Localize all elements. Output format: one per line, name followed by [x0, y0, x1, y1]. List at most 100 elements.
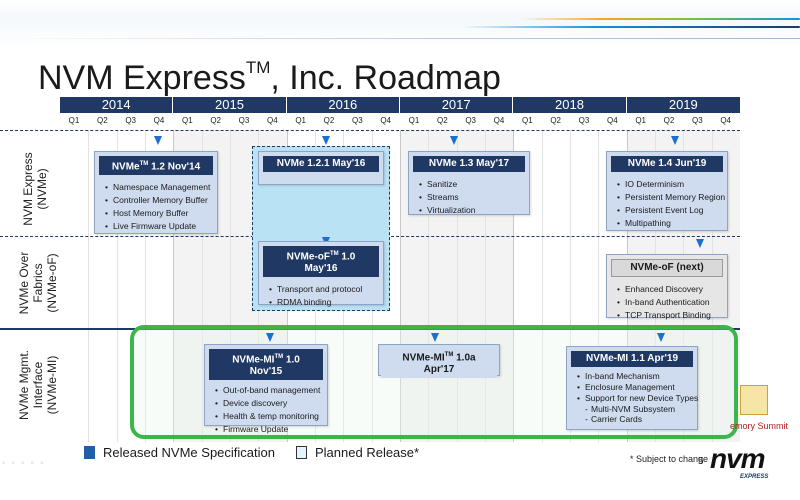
- feature-item: Enclosure Management: [577, 382, 691, 393]
- card-title: NVMe 1.2.1 May'16: [263, 156, 379, 172]
- card-title: NVMe-MI 1.1 Apr'19: [571, 351, 693, 367]
- release-marker: [671, 136, 679, 145]
- flash-memory-summit-logo: [740, 385, 768, 415]
- quarter-gridline: [145, 130, 146, 442]
- card-nvme-of-1-0: NVMe-oFTM 1.0 May'16 Transport and proto…: [258, 241, 384, 309]
- quarter-label: Q2: [210, 116, 221, 125]
- year-cell: 2019: [668, 97, 698, 112]
- card-title: NVMe-MITM 1.0 Nov'15: [209, 349, 323, 381]
- card-nvme-mi-1-0: NVMe-MITM 1.0 Nov'15 Out-of-band managem…: [204, 344, 328, 436]
- quarter-label: Q2: [550, 116, 561, 125]
- quarter-label: Q1: [635, 116, 646, 125]
- header-band: [0, 0, 800, 46]
- row-separator: [0, 328, 740, 330]
- feature-item: RDMA binding: [269, 296, 377, 309]
- feature-item: Live Firmware Update: [105, 220, 211, 233]
- planned-swatch: [296, 446, 307, 459]
- feature-item: Persistent Memory Region: [617, 191, 725, 204]
- feature-item: In-band Mechanism: [577, 371, 691, 382]
- card-title: NVMeTM 1.2 Nov'14: [99, 156, 213, 176]
- quarter-gridline: [485, 130, 486, 442]
- year-cell: 2014: [60, 97, 174, 113]
- quarter-label: Q4: [606, 116, 618, 125]
- feature-subitem: Carrier Cards: [577, 414, 691, 424]
- quarter-label: Q1: [521, 116, 533, 125]
- release-marker: [322, 136, 330, 145]
- quarter-gridline: [173, 130, 175, 442]
- feature-item: IO Determinism: [617, 178, 721, 191]
- feature-item: Firmware Update: [215, 423, 321, 436]
- quarter-label: Q1: [68, 116, 80, 125]
- legend-label: Planned Release*: [315, 445, 420, 460]
- quarter-label: Q3: [465, 116, 476, 125]
- feature-item: Multipathing: [617, 217, 721, 230]
- quarter-gridline: [201, 130, 203, 442]
- feature-item: TCP Transport Binding: [617, 309, 721, 322]
- feature-item: Streams: [419, 191, 523, 204]
- card-nvme-1-3: NVMe 1.3 May'17 Sanitize Streams Virtual…: [408, 151, 530, 217]
- feature-item: Out-of-band management: [215, 384, 321, 397]
- feature-item: Persistent Event Log: [617, 204, 721, 217]
- footnote: * Subject to change: [629, 454, 708, 464]
- quarter-gridline: [88, 130, 90, 442]
- year-cell: 2016: [287, 97, 400, 113]
- quarter-label: Q3: [351, 116, 363, 125]
- release-marker: [154, 136, 162, 145]
- quarter-gridline: [570, 130, 571, 442]
- feature-item: Host Memory Buffer: [105, 207, 211, 220]
- feature-item: Controller Memory Buffer: [105, 194, 211, 207]
- feature-item: Device discovery: [215, 397, 321, 410]
- card-nvme-mi-1-1: NVMe-MI 1.1 Apr'19 In-band Mechanism Enc…: [566, 346, 698, 430]
- feature-item: Sanitize: [419, 178, 523, 191]
- row-label-mi: NVMe Mgmt.Interface(NVMe-MI): [17, 350, 59, 421]
- quarter-label: Q1: [181, 116, 193, 125]
- quarter-gridline: [400, 130, 401, 442]
- quarter-gridline: [513, 130, 515, 442]
- feature-item: Namespace Management: [105, 181, 211, 194]
- card-nvme-1-2-1: NVMe 1.2.1 May'16: [258, 151, 384, 185]
- legend-label: Released NVMe Specification: [103, 445, 275, 460]
- release-marker: [431, 333, 439, 342]
- feature-item: Enhanced Discovery: [617, 283, 721, 296]
- quarter-label: Q4: [493, 116, 505, 125]
- card-title: NVMe 1.4 Jun'19: [611, 156, 723, 172]
- release-marker: [657, 333, 665, 342]
- released-swatch: [84, 446, 95, 459]
- card-nvme-1-2: NVMeTM 1.2 Nov'14 Namespace Management C…: [94, 151, 218, 234]
- year-cell: 2017: [400, 97, 514, 113]
- year-cell: 2015: [173, 97, 287, 113]
- quarter-label: Q2: [323, 116, 335, 125]
- quarter-label: Q2: [436, 116, 448, 125]
- release-marker: [266, 333, 274, 342]
- planned-marker: [696, 239, 704, 248]
- legend-released: Released NVMe Specification: [84, 445, 275, 460]
- quarter-gridline: [456, 130, 458, 442]
- quarter-label: Q3: [125, 116, 136, 125]
- card-title: NVMe-MITM 1.0a Apr'17: [381, 347, 497, 379]
- feature-item: Health & temp monitoring: [215, 410, 321, 423]
- row-label-nvme: NVM Express(NVMe): [21, 152, 49, 226]
- card-nvme-mi-1-0a: NVMe-MITM 1.0a Apr'17: [378, 344, 500, 379]
- quarter-label: Q1: [295, 116, 306, 125]
- quarter-gridline: [230, 130, 231, 442]
- page-number: 5: [698, 456, 704, 467]
- quarter-label: Q3: [238, 116, 250, 125]
- row-separator: [0, 130, 740, 131]
- quarter-gridline: [428, 130, 430, 442]
- feature-item: Support for new Device Types: [577, 393, 698, 404]
- feature-subitem: Multi-NVM Subsystem: [577, 404, 691, 414]
- feature-item: In-band Authentication: [617, 296, 721, 309]
- quarter-label: Q4: [153, 116, 165, 125]
- feature-item: Transport and protocol: [269, 283, 377, 296]
- quarter-label: Q2: [663, 116, 675, 125]
- release-marker: [450, 136, 458, 145]
- quarter-label: Q4: [380, 116, 391, 125]
- nvm-express-logo: nvm: [710, 443, 766, 474]
- quarter-label: Q4: [720, 116, 731, 125]
- card-title: NVMe 1.3 May'17: [413, 156, 525, 172]
- decorative-line: [460, 26, 800, 28]
- feature-item: Virtualization: [419, 204, 523, 217]
